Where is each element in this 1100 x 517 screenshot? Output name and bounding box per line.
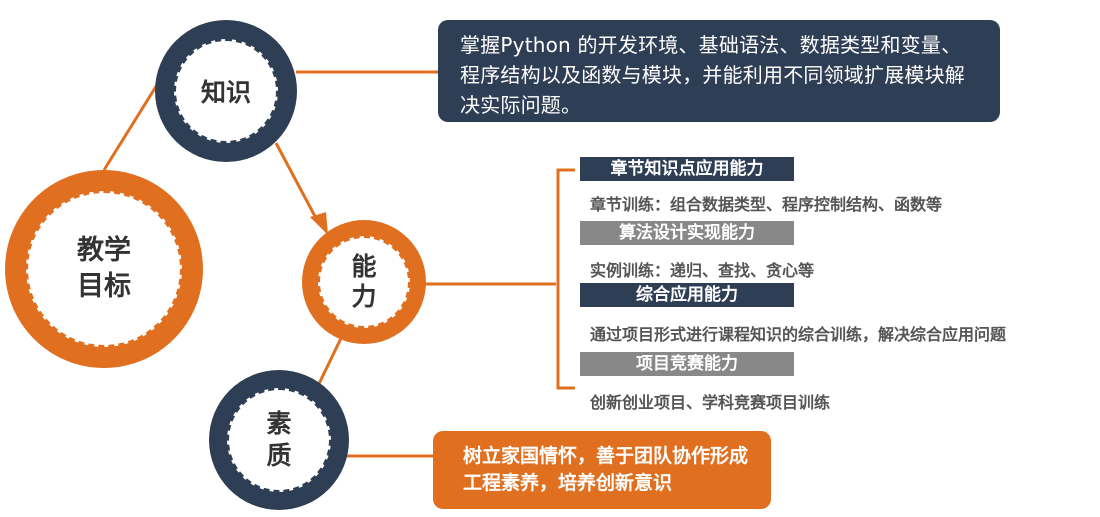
arrow-head <box>310 212 328 235</box>
quality-label: 素 质 <box>266 409 292 470</box>
quality-description-box: 树立家国情怀，善于团队协作形成工程素养，培养创新意识 <box>433 431 771 509</box>
ability-bracket <box>556 168 575 390</box>
ability-item-1-title: 章节知识点应用能力 <box>580 157 794 181</box>
ability-item-3-detail: 通过项目形式进行课程知识的综合训练，解决综合应用问题 <box>590 325 1007 344</box>
quality-circle: 素 质 <box>209 370 349 510</box>
connector-knowledge-ability <box>274 142 320 223</box>
ability-item-2-detail: 实例训练：递归、查找、贪心等 <box>590 261 815 280</box>
knowledge-circle: 知识 <box>155 20 297 162</box>
connector-ability-quality <box>313 329 347 393</box>
ability-item-4-detail: 创新创业项目、学科竞赛项目训练 <box>590 393 831 412</box>
knowledge-description-box: 掌握Python 的开发环境、基础语法、数据类型和变量、程序结构以及函数与模块，… <box>438 20 1000 122</box>
ability-item-3-title: 综合应用能力 <box>580 283 794 307</box>
quality-description: 树立家国情怀，善于团队协作形成工程素养，培养创新意识 <box>463 445 749 494</box>
connector-center-knowledge <box>102 71 167 171</box>
ability-label: 能 力 <box>351 252 377 311</box>
ability-item-2-title: 算法设计实现能力 <box>580 221 794 245</box>
center-goal-label: 教学 目标 <box>77 235 131 302</box>
center-goal-circle: 教学 目标 <box>5 170 203 368</box>
ability-item-4-title: 项目竞赛能力 <box>580 352 794 376</box>
ability-item-1-detail: 章节训练：组合数据类型、程序控制结构、函数等 <box>590 195 943 214</box>
knowledge-label: 知识 <box>200 78 251 107</box>
knowledge-description: 掌握Python 的开发环境、基础语法、数据类型和变量、程序结构以及函数与模块，… <box>460 33 965 117</box>
ability-circle: 能 力 <box>302 220 426 344</box>
